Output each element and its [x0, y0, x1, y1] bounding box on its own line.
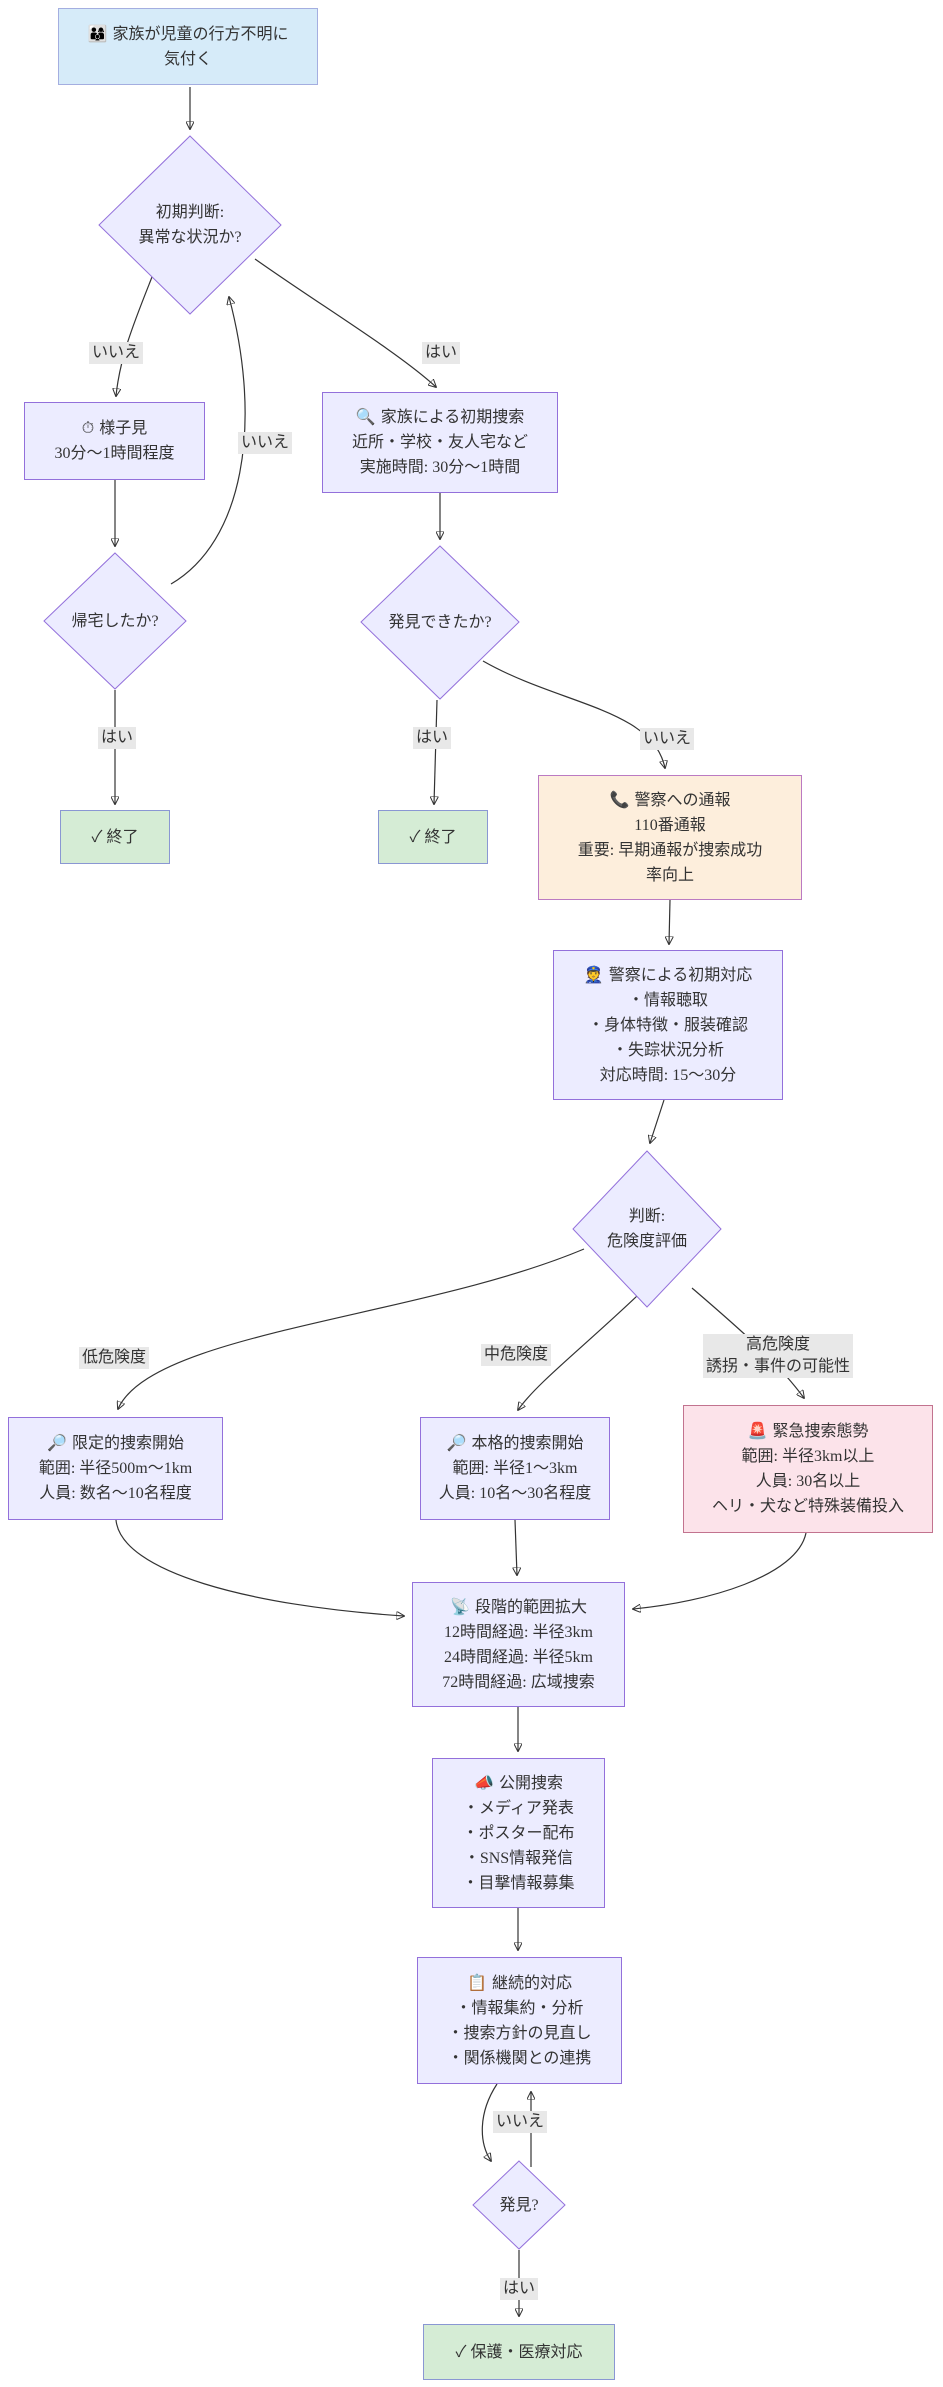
node-wait-and-see: ⏱様子見 30分～1時間程度 [24, 402, 205, 480]
magnifier-icon: 🔎 [446, 1435, 467, 1452]
family-icon: 👨‍👩‍👦 [87, 25, 108, 43]
satellite-antenna-icon: 📡 [450, 1598, 470, 1616]
node-family-notice: 👨‍👩‍👦家族が児童の行方不明に 気付く [58, 8, 318, 85]
node-text: ✓ 終了 [91, 828, 139, 846]
node-text: ✓ 終了 [409, 828, 457, 846]
node-limited-search: 🔎限定的捜索開始 範囲: 半径500m～1km 人員: 数名～10名程度 [8, 1417, 223, 1520]
node-text: 帰宅したか? [71, 612, 159, 630]
node-text: 家族による初期捜索 近所・学校・友人宅など 実施時間: 30分～1時間 [351, 409, 528, 476]
megaphone-icon: 📣 [474, 1774, 494, 1792]
node-staged-expansion: 📡段階的範囲拡大 12時間経過: 半径3km 24時間経過: 半径5km 72時… [412, 1582, 625, 1707]
node-full-search: 🔎本格的捜索開始 範囲: 半径1～3km 人員: 10名～30名程度 [420, 1417, 610, 1520]
edge-judgment-no-wait [116, 276, 153, 396]
edge-label-yes-initial: はい [421, 342, 461, 364]
diamond-shape-icon [43, 552, 187, 690]
node-police-initial: 👮警察による初期対応 ・情報聴取 ・身体特徴・服装確認 ・失踪状況分析 対応時間… [553, 950, 783, 1100]
node-text: 限定的捜索開始 範囲: 半径500m～1km 人員: 数名～10名程度 [38, 1435, 193, 1502]
node-text: 警察への通報 110番通報 重要: 早期通報が捜索成功 率向上 [577, 791, 763, 884]
node-text: 公開捜索 ・メディア発表 ・ポスター配布 ・SNS情報発信 ・目撃情報募集 [462, 1774, 575, 1892]
node-protection: ✓ 保護・医療対応 [423, 2324, 615, 2380]
edge-label-yes-found: はい [412, 727, 452, 749]
phone-icon: 📞 [609, 791, 630, 809]
node-family-search: 🔍家族による初期捜索 近所・学校・友人宅など 実施時間: 30分～1時間 [322, 392, 558, 493]
edge-label-no-initial: いいえ [88, 342, 144, 364]
node-risk-assessment: 判断: 危険度評価 [572, 1150, 722, 1308]
node-text: 様子見 30分～1時間程度 [54, 420, 175, 462]
node-returned-home: 帰宅したか? [43, 552, 187, 690]
node-continuous-response: 📋継続的対応 ・情報集約・分析 ・捜索方針の見直し ・関係機関との連携 [417, 1957, 622, 2084]
node-end-2: ✓ 終了 [378, 810, 488, 864]
node-found-initial: 発見できたか? [360, 545, 520, 700]
edge-found-yes-end [434, 699, 437, 804]
diamond-shape-icon [572, 1150, 722, 1308]
edge-label-yes-returned: はい [97, 727, 137, 749]
edge-judgment-yes-search [254, 258, 436, 387]
edge-label-no-found: いいえ [639, 728, 695, 750]
node-text: 発見できたか? [388, 614, 492, 631]
diamond-shape-icon [472, 2160, 566, 2250]
node-text: 家族が児童の行方不明に 気付く [112, 25, 289, 68]
node-text: 初期判断: 異常な状況か? [138, 204, 242, 246]
node-text: 段階的範囲拡大 12時間経過: 半径3km 24時間経過: 半径5km 72時間… [442, 1598, 595, 1691]
edge-police-to-risk [650, 1099, 665, 1143]
siren-icon: 🚨 [747, 1423, 768, 1440]
edge-limited-to-staged [115, 1519, 404, 1616]
stopwatch-icon: ⏱ [81, 420, 95, 437]
edge-risk-mid [518, 1295, 638, 1410]
node-text: 判断: 危険度評価 [606, 1208, 687, 1250]
node-text: 緊急捜索態勢 範囲: 半径3km以上 人員: 30名以上 ヘリ・犬など特殊装備投… [711, 1423, 904, 1515]
edge-emergency-to-staged [633, 1532, 807, 1609]
node-initial-judgment: 初期判断: 異常な状況か? [98, 135, 282, 315]
edge-returned-no-loop [170, 297, 246, 585]
node-end-1: ✓ 終了 [60, 810, 170, 864]
node-text: 本格的捜索開始 範囲: 半径1～3km 人員: 10名～30名程度 [438, 1435, 592, 1502]
node-text: ✓ 保護・医療対応 [455, 2343, 583, 2361]
edge-label-mid-risk: 中危険度 [480, 1344, 552, 1366]
node-text: 発見? [499, 2196, 539, 2214]
edge-risk-low [118, 1248, 585, 1409]
node-police-report: 📞警察への通報 110番通報 重要: 早期通報が捜索成功 率向上 [538, 775, 802, 900]
diamond-shape-icon [98, 135, 282, 315]
diamond-shape-icon [360, 545, 520, 700]
edge-label-low-risk: 低危険度 [78, 1347, 150, 1369]
magnifier-icon: 🔎 [47, 1435, 67, 1452]
clipboard-icon: 📋 [467, 1974, 487, 1992]
node-public-search: 📣公開捜索 ・メディア発表 ・ポスター配布 ・SNS情報発信 ・目撃情報募集 [432, 1758, 605, 1908]
magnifier-icon: 🔍 [355, 409, 376, 426]
node-text: 警察による初期対応 ・情報聴取 ・身体特徴・服装確認 ・失踪状況分析 対応時間:… [587, 966, 753, 1084]
edge-label-no-loop2: いいえ [492, 2111, 548, 2133]
node-found-final: 発見? [472, 2160, 566, 2250]
node-emergency-search: 🚨緊急捜索態勢 範囲: 半径3km以上 人員: 30名以上 ヘリ・犬など特殊装備… [683, 1405, 933, 1533]
edge-continuous-to-found [481, 2083, 498, 2161]
edge-label-no-loop1: いいえ [237, 432, 293, 454]
edge-label-high-risk: 高危険度 誘拐・事件の可能性 [702, 1334, 854, 1378]
edge-report-to-police [669, 899, 670, 944]
police-officer-icon: 👮 [583, 966, 604, 984]
node-text: 継続的対応 ・情報集約・分析 ・捜索方針の見直し ・関係機関との連携 [447, 1974, 592, 2067]
edge-label-yes-final: はい [499, 2278, 539, 2300]
edge-full-to-staged [515, 1519, 517, 1575]
